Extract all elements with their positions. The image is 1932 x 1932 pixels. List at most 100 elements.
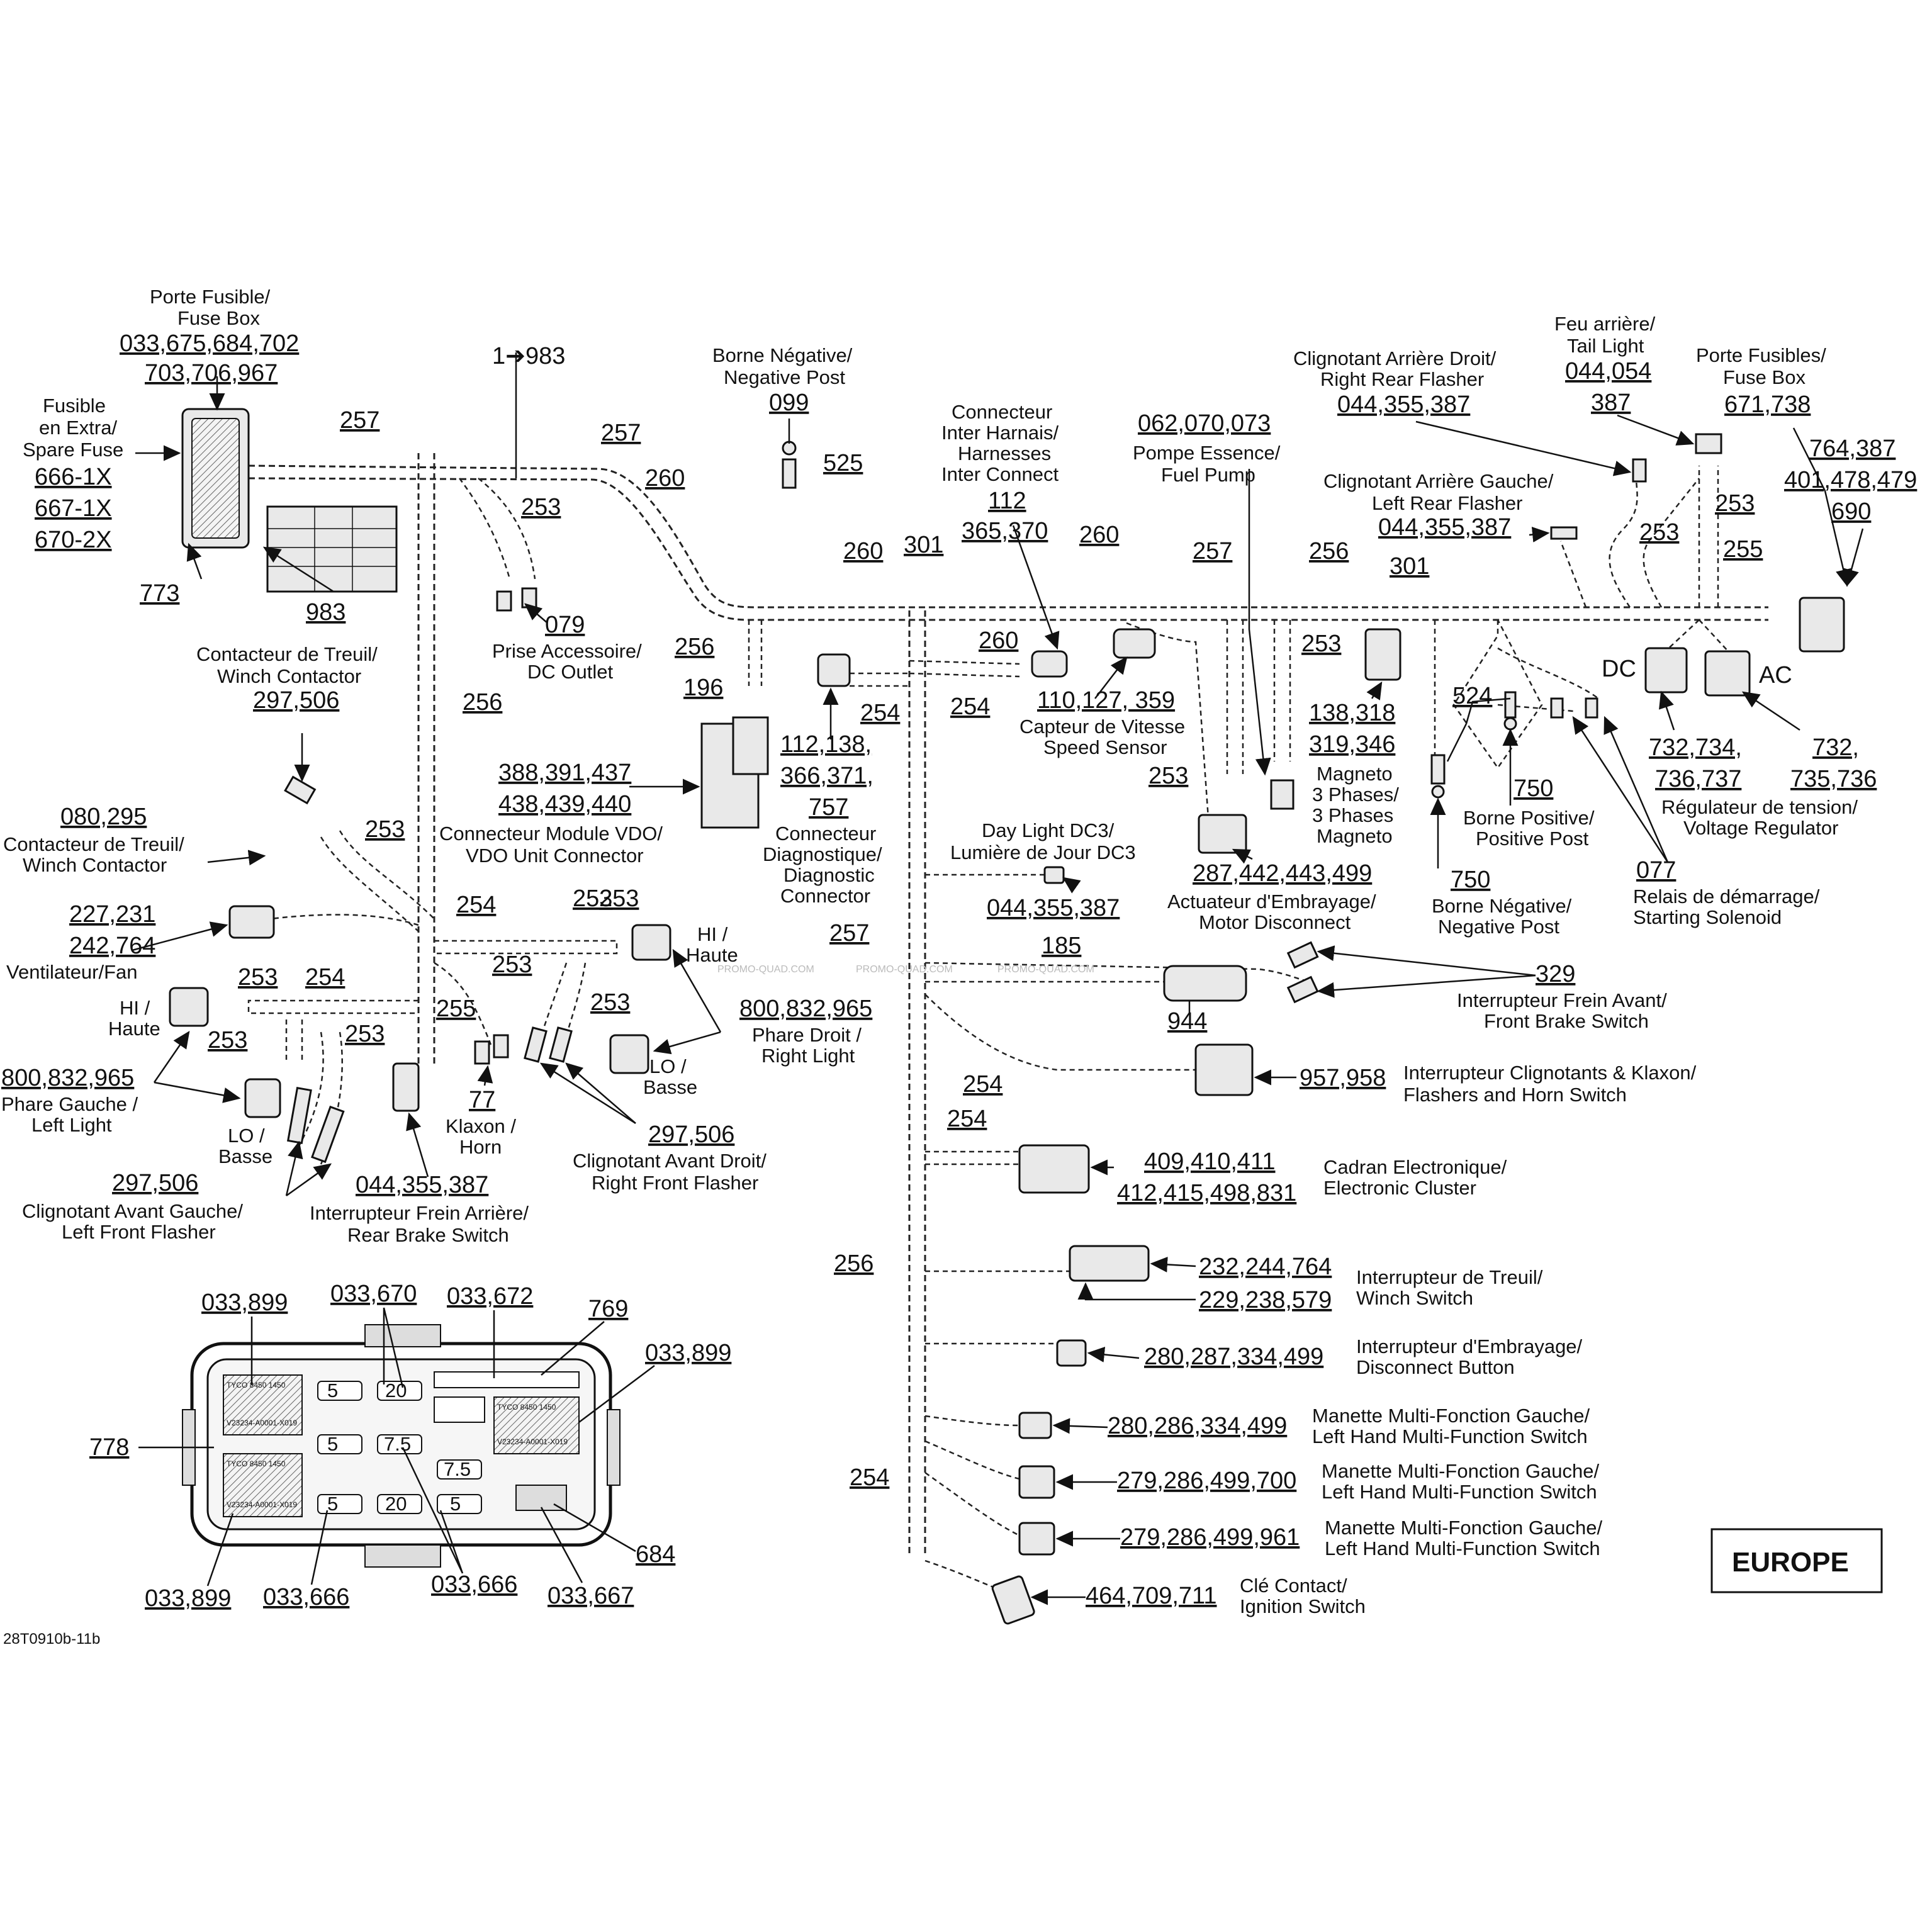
flashers-horn-connector	[1194, 1043, 1254, 1096]
magneto-connector	[1364, 628, 1401, 681]
reg-right-ref: 690	[1831, 498, 1871, 525]
spare-fuse-line: Spare Fuse	[23, 439, 123, 461]
harness-number: 257	[1193, 538, 1232, 564]
reg-right-ref: 764,387	[1809, 435, 1895, 462]
harness-number: 260	[979, 627, 1018, 654]
harness-number: 301	[904, 532, 943, 558]
left-front-flasher-b	[311, 1105, 345, 1164]
fuse-value: 20	[385, 1493, 407, 1515]
left-light-line: Phare Gauche /	[1, 1093, 138, 1115]
fan-ref: 242,764	[69, 933, 155, 959]
fuse-ref: 033,899	[145, 1585, 231, 1612]
magneto-ref: 138,318	[1309, 700, 1395, 726]
flashers-horn-ref: 957,958	[1300, 1065, 1386, 1091]
fuse-box-top-ref: 703,706,967	[145, 360, 278, 386]
ignition-line: Ignition Switch	[1240, 1595, 1366, 1617]
voltage-reg-ref: 736,737	[1655, 766, 1741, 792]
horn-a	[474, 1040, 490, 1065]
fuse-value: 20	[385, 1379, 407, 1401]
right-front-flasher-line: Right Front Flasher	[592, 1172, 758, 1194]
harness-number: 256	[675, 634, 714, 660]
harness-number: 257	[340, 407, 379, 434]
right-lo-connector	[609, 1034, 649, 1074]
callout-labels: Porte Fusible/ Fuse Box 033,675,684,702 …	[1, 286, 1917, 1617]
harness-number: 253	[1301, 631, 1341, 657]
horn-b	[493, 1034, 509, 1059]
watermark: PROMO-QUAD.COM	[997, 964, 1094, 975]
fuse-ref: 033,666	[431, 1571, 517, 1598]
winch-switch-ref: 232,244,764	[1199, 1254, 1332, 1280]
harness-number: 253	[573, 885, 612, 912]
watermark: PROMO-QUAD.COM	[717, 964, 814, 975]
right-front-flasher-ref: 297,506	[648, 1121, 734, 1148]
right-light-ref: 800,832,965	[739, 996, 872, 1022]
fuse-box-top-ref: 033,675,684,702	[120, 330, 299, 357]
fuel-pump-line: Pompe Essence/	[1133, 442, 1281, 464]
harness-number: 254	[456, 892, 496, 918]
fuse-box-top-line: Porte Fusible/	[150, 286, 271, 308]
speed-sensor-line: Speed Sensor	[1043, 736, 1167, 758]
lh-mfs-3-connector	[1018, 1522, 1055, 1556]
dc-outlet-ref: 079	[545, 612, 585, 638]
harness-number: 254	[860, 700, 900, 726]
fan-line: Ventilateur/Fan	[6, 961, 138, 983]
label-983-ref: 983	[306, 599, 345, 626]
fuse-ref: 033,670	[330, 1281, 417, 1307]
fuse-ref: 033,666	[263, 1584, 349, 1610]
disconnect-button-line: Disconnect Button	[1356, 1356, 1515, 1378]
reg-right-ref: 401,478,479	[1784, 467, 1917, 493]
fuse-ref: 033,667	[548, 1583, 634, 1609]
harness-number: 254	[850, 1464, 889, 1491]
relay-text: V23234-A0001-X019	[227, 1500, 297, 1509]
left-rear-flasher	[1550, 526, 1578, 540]
diag-ref: 366,371,	[780, 763, 873, 789]
harness-number: 260	[1079, 522, 1119, 548]
dc-outlet-line: DC Outlet	[527, 661, 613, 683]
neg-post-rear-line: Borne Négative/	[1432, 895, 1572, 917]
inter-connect-line: Inter Harnais/	[941, 422, 1059, 444]
motor-disconnect	[1198, 814, 1247, 854]
winch-contactor-left-line: Contacteur de Treuil/	[3, 833, 184, 855]
disconnect-button-connector	[1056, 1339, 1087, 1367]
harness-number: 253	[1639, 519, 1679, 546]
harness-number: 253	[599, 885, 639, 912]
fuel-pump-line: Fuel Pump	[1161, 464, 1255, 486]
right-rear-flasher-line: Right Rear Flasher	[1320, 368, 1484, 390]
cluster-ref: 412,415,498,831	[1117, 1180, 1296, 1206]
relay-text: TYCO 8450 1450	[227, 1459, 286, 1468]
tail-light-line: Tail Light	[1567, 335, 1644, 357]
hi-right-line: Haute	[686, 944, 738, 966]
ignition-connector	[991, 1575, 1035, 1625]
pos-post-ref: 750	[1514, 775, 1553, 802]
diag-line: Connector	[780, 885, 870, 907]
regulator-mode: DC	[1602, 656, 1636, 682]
diag-ref: 757	[809, 794, 848, 821]
relay-text: V23234-A0001-X019	[497, 1437, 568, 1446]
tail-light-ref: 387	[1591, 390, 1631, 416]
pos-post-line: Positive Post	[1476, 828, 1589, 850]
fuse-box-rear-ref: 671,738	[1724, 391, 1811, 418]
harness-number: 253	[1149, 763, 1188, 789]
conn-944-ref: 944	[1167, 1008, 1207, 1035]
relay-left-bottom	[223, 1453, 303, 1517]
fuse-ref: 684	[636, 1541, 675, 1568]
cluster-line: Electronic Cluster	[1323, 1177, 1476, 1199]
winch-contactor-top-line: Contacteur de Treuil/	[196, 643, 378, 665]
harness-number: 253	[590, 989, 630, 1016]
relay-text: TYCO 8450 1450	[497, 1403, 556, 1412]
fuel-pump-connector	[1270, 779, 1295, 810]
region-badge-box	[1710, 1528, 1883, 1593]
diag-line: Diagnostique/	[763, 843, 882, 865]
disconnect-button-line: Interrupteur d'Embrayage/	[1356, 1335, 1583, 1357]
fuse-label-983	[266, 505, 398, 593]
rear-brake-switch	[392, 1062, 420, 1112]
fuse-ref: 778	[89, 1434, 129, 1461]
fuse-ref: 769	[588, 1296, 628, 1322]
relay-text: V23234-A0001-X019	[227, 1418, 297, 1427]
day-light-ref: 044,355,387	[987, 895, 1120, 921]
horn-line: Klaxon /	[446, 1115, 516, 1137]
left-front-flasher-line: Clignotant Avant Gauche/	[22, 1200, 243, 1222]
right-rear-flasher-ref: 044,355,387	[1337, 391, 1470, 418]
harness-number: 254	[305, 964, 345, 991]
voltage-reg-ref: 735,736	[1790, 766, 1877, 792]
